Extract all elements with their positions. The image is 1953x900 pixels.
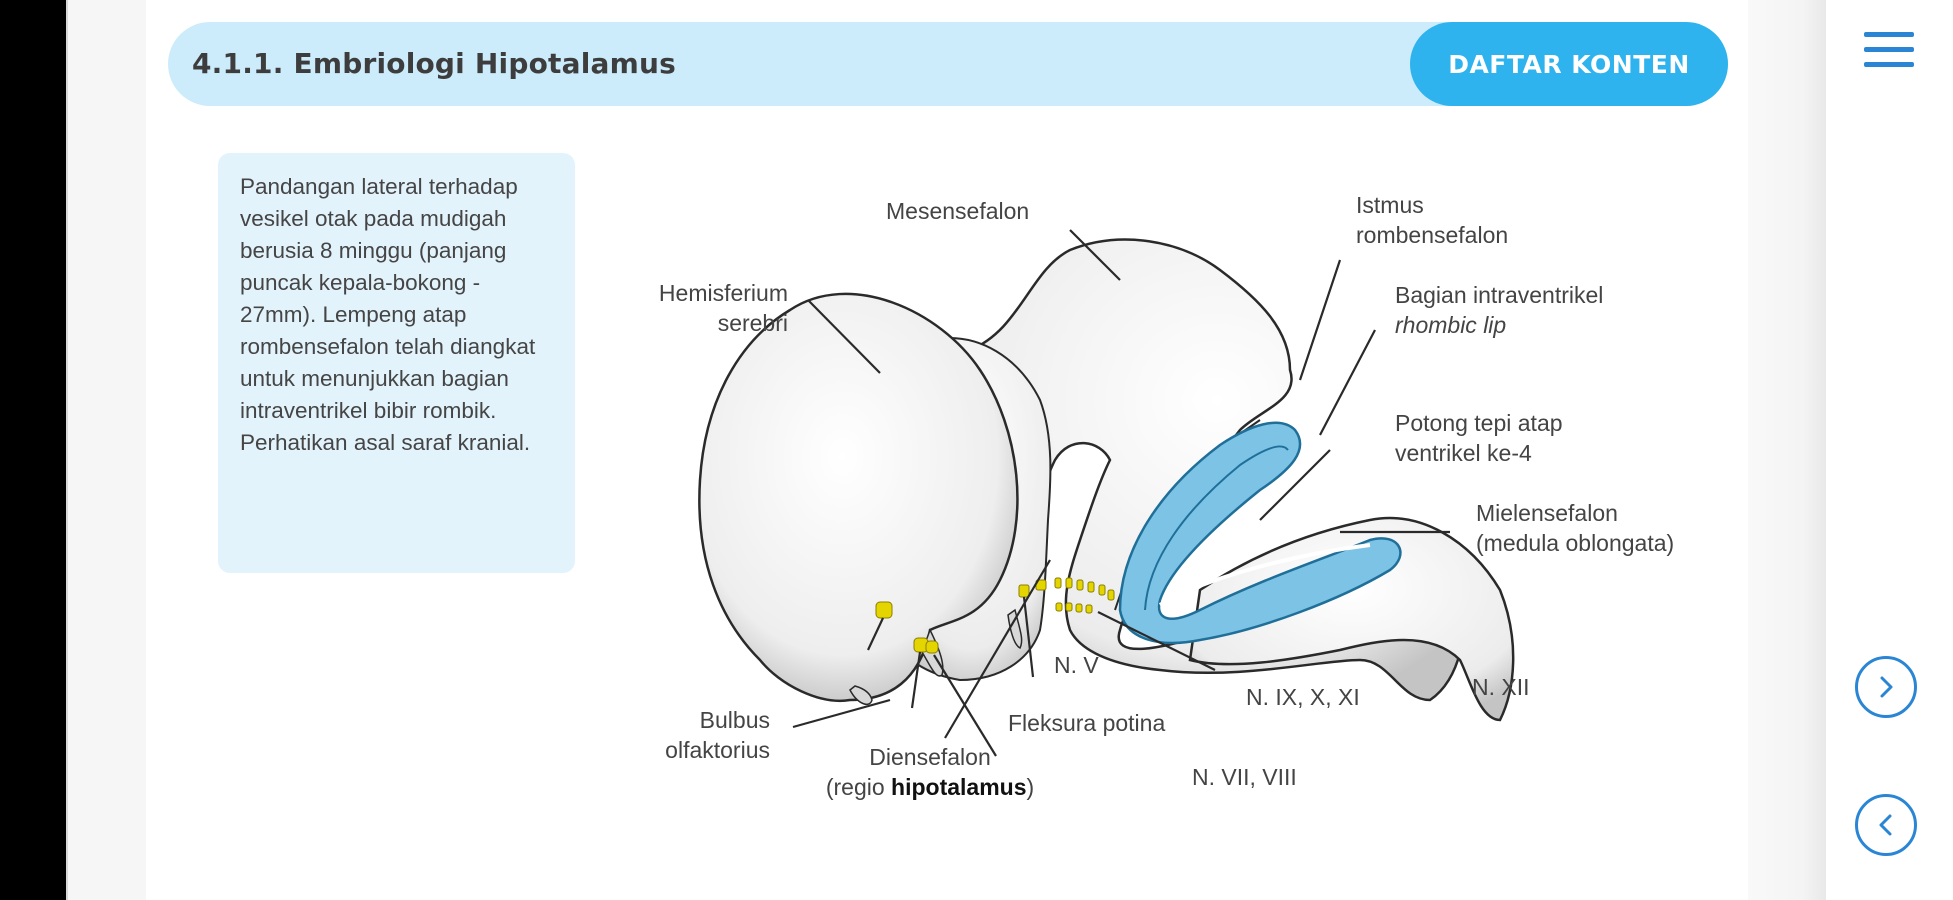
leader-rhombic-lip [1319, 329, 1376, 436]
label-istmus-line1: Istmus [1356, 192, 1424, 218]
nerve-root-viii [925, 640, 939, 654]
label-mielensefalon-line1: Mielensefalon [1476, 500, 1618, 526]
nerve-root-xii-2 [1065, 602, 1073, 612]
nerve-root-xi-4 [1087, 581, 1095, 593]
leader-bulbus [792, 698, 891, 729]
label-istmus-line2: rombensefalon [1356, 222, 1509, 248]
hamburger-menu-icon[interactable] [1864, 30, 1914, 70]
label-bulbus: Bulbus olfaktorius [620, 705, 770, 765]
label-rhombic-italic: rhombic lip [1395, 312, 1507, 338]
label-hemisferium-line2: serebri [717, 310, 788, 336]
label-bulbus-line1: Bulbus [699, 707, 770, 733]
label-bulbus-line2: olfaktorius [665, 737, 770, 763]
label-potong-line1: Potong tepi atap [1395, 410, 1563, 436]
olfactory-bump-shape [849, 685, 873, 706]
label-istmus: Istmus rombensefalon [1356, 190, 1508, 250]
chevron-left-icon [1879, 814, 1892, 836]
fourth-ventricle-gap [1158, 543, 1371, 607]
nerve-root-xii-3 [1075, 603, 1083, 613]
left-gutter [66, 0, 146, 900]
nerve-root-xi-2 [1065, 577, 1073, 589]
rhombic-lip-inner-edge [1144, 445, 1289, 611]
label-diensefalon-prefix: (regio [825, 774, 892, 800]
label-diensefalon-line2: (regio hipotalamus) [815, 772, 1045, 802]
hypothalamus-bump-shape [1007, 608, 1023, 650]
section-title: 4.1.1. Embriologi Hipotalamus [192, 47, 676, 80]
label-n-vii-viii: N. VII, VIII [1192, 764, 1297, 790]
nerve-root-xi-6 [1107, 589, 1115, 601]
label-rhombic-lip: Bagian intraventrikel rhombic lip [1395, 280, 1603, 340]
myelencephalon-shape [1188, 516, 1515, 722]
label-hemisferium: Hemisferium serebri [620, 278, 788, 338]
nerve-root-xi-3 [1076, 579, 1084, 591]
label-n-ix-x-xi: N. IX, X, XI [1246, 684, 1360, 710]
label-mielensefalon-line2: (medula oblongata) [1476, 530, 1675, 556]
figure-caption-text: Pandangan lateral terhadap vesikel otak … [240, 174, 536, 455]
nerve-root-v [875, 601, 893, 619]
leader-fleksura [910, 651, 922, 709]
nerve-root-xi-1 [1054, 577, 1062, 589]
label-diensefalon-suffix: ) [1026, 774, 1035, 800]
label-diensefalon-line1: Diensefalon [869, 744, 991, 770]
label-diensefalon-bold: hipotalamus [891, 774, 1027, 800]
menu-bar [1864, 32, 1914, 37]
nerve-roots [875, 577, 1115, 654]
label-n-xii: N. XII [1472, 674, 1530, 700]
brain-vesicle-figure: Mesensefalon Istmus rombensefalon Hemisf… [600, 160, 1750, 840]
leader-potong-tepi [1259, 449, 1331, 521]
leader-n-v [867, 617, 884, 651]
brain-illustration [698, 238, 1515, 722]
leader-lines [792, 229, 1450, 757]
nerve-root-xii-1 [1055, 602, 1063, 612]
leader-hemisferium [807, 299, 881, 374]
leader-diensefalon [944, 559, 1051, 739]
leader-istmus [1298, 259, 1342, 381]
previous-page-button[interactable] [1855, 794, 1917, 856]
label-n-v: N. V [1054, 652, 1099, 678]
leader-mesensefalon [1069, 229, 1121, 281]
label-rhombic-line1: Bagian intraventrikel [1395, 282, 1604, 308]
nerve-root-xi-5 [1098, 584, 1106, 596]
leader-n-ix-x-xi [1022, 596, 1035, 678]
leader-n-xii [1097, 611, 1216, 671]
label-hemisferium-line1: Hemisferium [658, 280, 788, 306]
label-potong-line2: ventrikel ke-4 [1395, 440, 1532, 466]
next-page-button[interactable] [1855, 656, 1917, 718]
figure-caption-box: Pandangan lateral terhadap vesikel otak … [218, 153, 575, 573]
cerebral-hemisphere-shape [698, 292, 1019, 703]
menu-bar [1864, 62, 1914, 67]
label-rhombic-line2: rhombic lip [1395, 310, 1603, 340]
label-mesensefalon: Mesensefalon [886, 198, 1030, 224]
nerve-root-xii-4 [1085, 604, 1093, 614]
left-black-bar [0, 0, 66, 900]
nav-column [1826, 0, 1953, 900]
menu-bar [1864, 47, 1914, 52]
section-header: 4.1.1. Embriologi Hipotalamus DAFTAR KON… [168, 22, 1728, 106]
leader-n-vii-viii [933, 654, 997, 757]
table-of-contents-button[interactable]: DAFTAR KONTEN [1410, 22, 1728, 106]
chevron-right-icon [1880, 676, 1893, 698]
label-mielensefalon: Mielensefalon (medula oblongata) [1476, 498, 1674, 558]
right-gutter [1748, 0, 1826, 900]
label-diensefalon: Diensefalon (regio hipotalamus) [815, 742, 1045, 802]
rhombic-lip-outer [1118, 421, 1402, 645]
label-potong-tepi: Potong tepi atap ventrikel ke-4 [1395, 408, 1563, 468]
label-fleksura: Fleksura potina [1008, 710, 1166, 736]
